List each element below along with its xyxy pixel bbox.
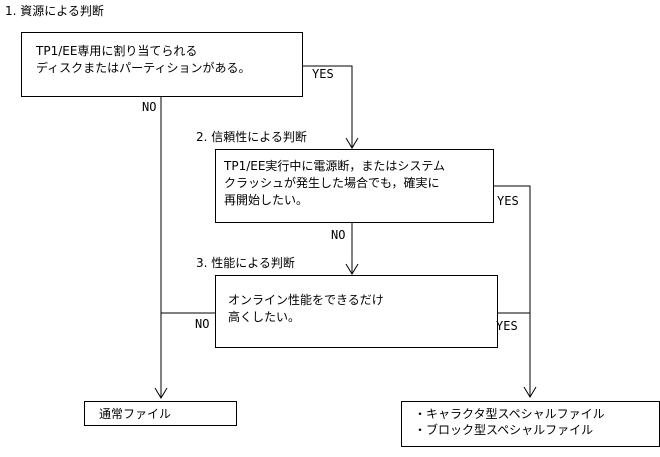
section-2-heading: 2. 信頼性による判断 [196,130,307,144]
q1-yes-label: YES [312,67,334,81]
question-1-box: TP1/EE専用に割り当てられる ディスクまたはパーティションがある。 [21,32,303,97]
result-normal-file-label: 通常ファイル [99,407,172,421]
section-3-heading: 3. 性能による判断 [196,256,295,270]
question-2-line: 再開始したい。 [224,193,309,207]
question-2-box: TP1/EE実行中に電源断，またはシステム クラッシュが発生した場合でも，確実に… [215,149,494,223]
q1-yes-connector [302,65,353,148]
q2-yes-label: YES [497,194,519,208]
arrowhead-q2 [345,137,359,149]
result-special-file-line: ・ブロック型スペシャルファイル [414,423,594,437]
question-3-line: 高くしたい。 [228,310,301,324]
section-1-heading: 1. 資源による判断 [5,4,104,18]
question-3-line: オンライン性能をできるだけ [228,293,384,307]
q2-no-label: NO [331,228,346,242]
q3-yes-label: YES [496,319,518,333]
arrowhead-normal [154,387,168,399]
q1-no-label: NO [142,100,157,114]
q2-yes-connector [493,185,531,397]
question-1-line: TP1/EE専用に割り当てられる [36,44,198,58]
result-special-file: ・キャラクタ型スペシャルファイル ・ブロック型スペシャルファイル [401,401,660,447]
question-1-line: ディスクまたはパーティションがある。 [36,61,251,75]
result-normal-file: 通常ファイル [84,401,237,426]
question-2-line: TP1/EE実行中に電源断，またはシステム [224,159,446,173]
arrowhead-q3 [345,263,359,275]
arrowhead-special [523,386,537,398]
q3-no-label: NO [195,317,210,331]
result-special-file-line: ・キャラクタ型スペシャルファイル [414,407,605,421]
question-2-line: クラッシュが発生した場合でも，確実に [224,176,440,190]
question-3-box: オンライン性能をできるだけ 高くしたい。 [215,275,498,348]
